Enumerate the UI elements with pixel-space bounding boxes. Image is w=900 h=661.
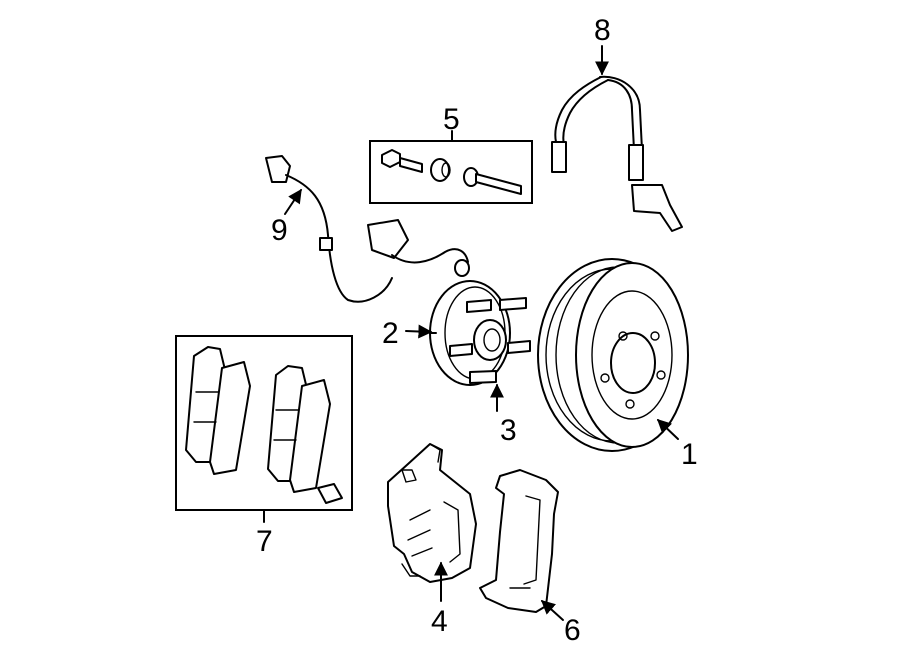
caliper-bracket [479, 469, 559, 613]
callout-2: 2 [382, 317, 399, 350]
callout-9: 9 [271, 214, 288, 247]
callout-3: 3 [500, 414, 517, 447]
wheel-hub [429, 280, 511, 386]
callout-7: 7 [256, 525, 273, 558]
brake-rotor [537, 258, 689, 452]
callout-4: 4 [431, 605, 448, 638]
callout-1: 1 [681, 438, 698, 471]
wheel-studs [449, 297, 531, 384]
callout-6: 6 [564, 614, 581, 647]
brake-caliper [387, 443, 477, 583]
callout-8: 8 [594, 14, 611, 47]
caliper-bolt-kit [369, 140, 533, 204]
callout-5: 5 [443, 103, 460, 136]
brake-pad-set [175, 335, 353, 511]
brake-hose [551, 75, 683, 232]
abs-sensor-wire [265, 155, 470, 303]
leader-lines [263, 45, 679, 621]
